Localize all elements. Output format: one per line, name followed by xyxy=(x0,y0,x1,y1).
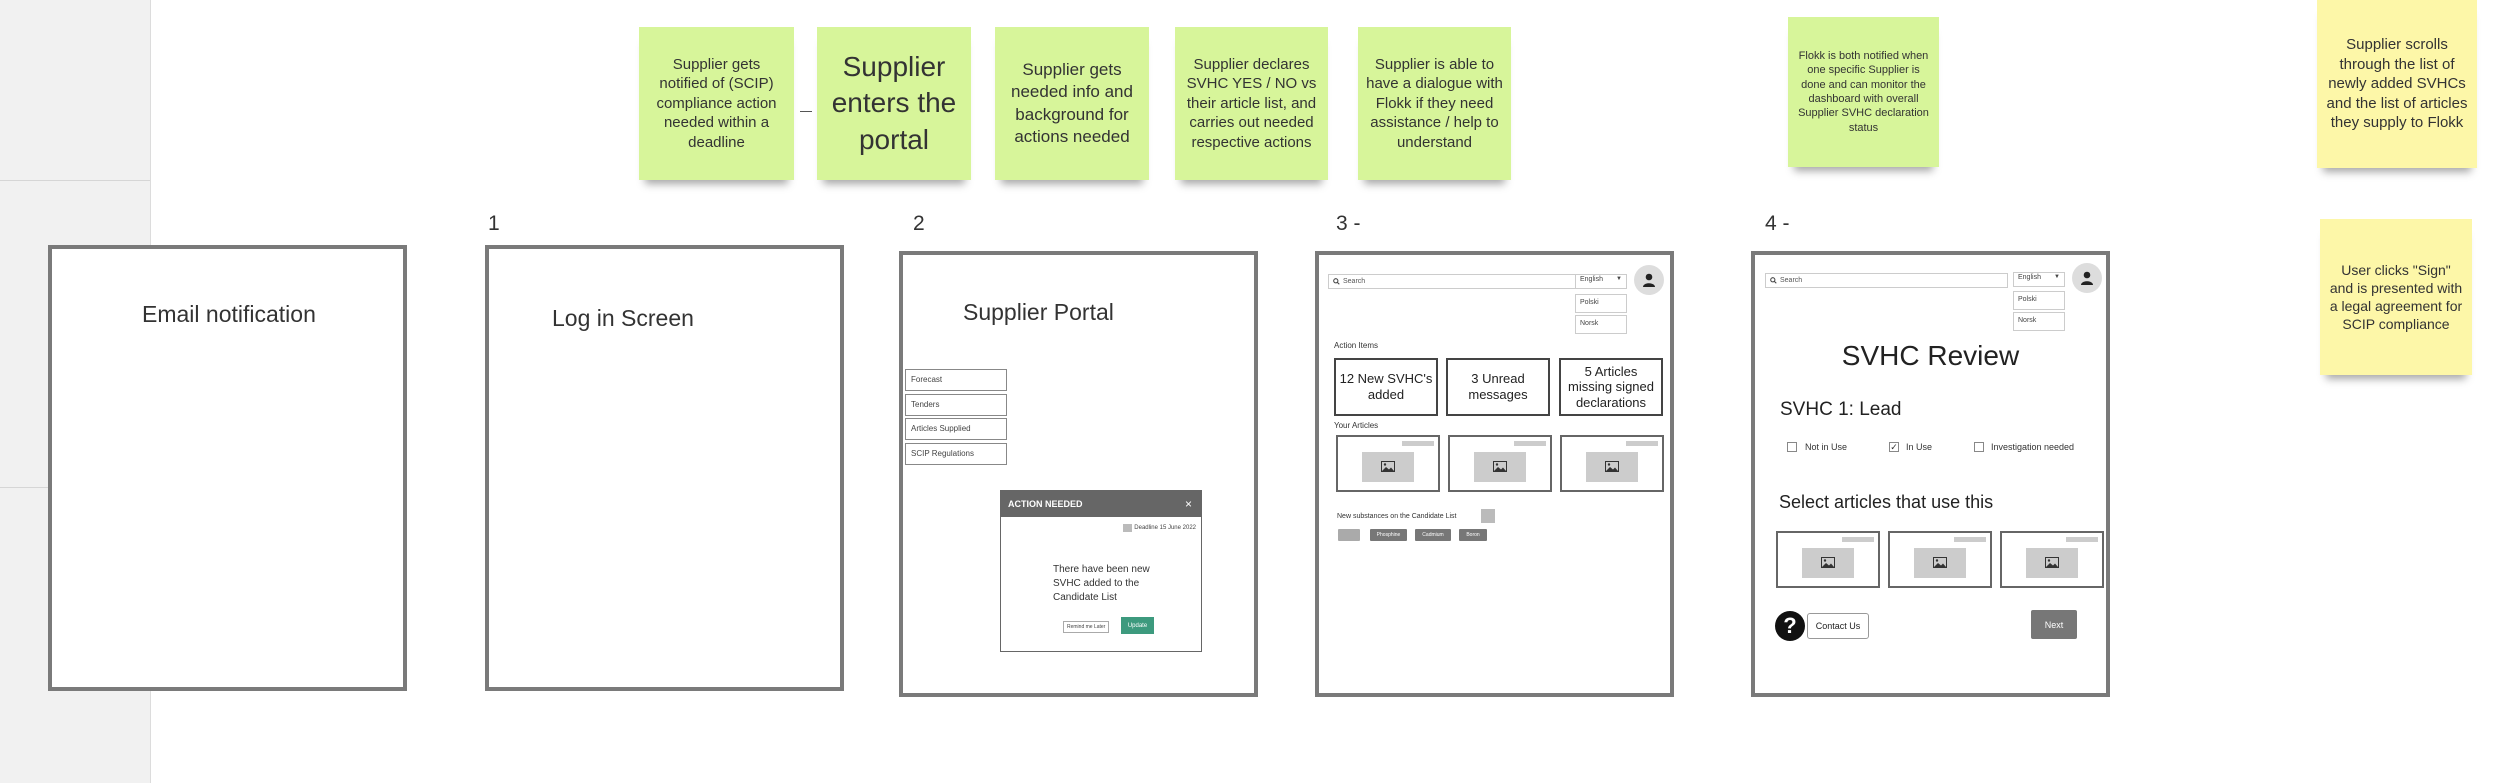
step-number: 3 - xyxy=(1336,212,1361,235)
page-title: SVHC Review xyxy=(1841,340,2020,371)
article-card[interactable] xyxy=(1560,435,1664,492)
substance-pill[interactable] xyxy=(1338,529,1360,541)
menu-item-scip-regulations[interactable]: SCIP Regulations xyxy=(905,443,1007,465)
image-icon xyxy=(1914,547,1966,578)
search-input[interactable]: Search xyxy=(1765,273,2008,288)
investigation-needed-checkbox[interactable] xyxy=(1974,442,1984,452)
search-input[interactable]: Search xyxy=(1328,274,1577,289)
update-button[interactable]: Update xyxy=(1121,617,1154,634)
user-icon xyxy=(2081,271,2093,285)
image-icon xyxy=(1586,451,1638,482)
action-item-missing-declarations[interactable]: 5 Articles missing signed declarations xyxy=(1559,358,1663,416)
divider xyxy=(0,180,150,181)
article-card[interactable] xyxy=(1336,435,1440,492)
substance-pill[interactable]: Boron xyxy=(1459,529,1487,541)
substance-marker xyxy=(1481,509,1495,523)
modal-header: ACTION NEEDED × xyxy=(1001,491,1201,517)
frame-supplier-portal[interactable]: Supplier Portal Forecast Tenders Article… xyxy=(899,251,1258,697)
substance-pill[interactable]: Phosphine xyxy=(1370,529,1407,541)
image-icon xyxy=(2026,547,2078,578)
frame-login-screen[interactable]: Log in Screen xyxy=(485,245,844,691)
image-icon xyxy=(1474,451,1526,482)
sticky-note-flokk-notified[interactable]: Flokk is both notified when one specific… xyxy=(1788,17,1939,167)
sticky-note-notified[interactable]: Supplier gets notified of (SCIP) complia… xyxy=(639,27,794,180)
sticky-note-dialogue[interactable]: Supplier is able to have a dialogue with… xyxy=(1358,27,1511,180)
modal-deadline: Deadline 15 June 2022 xyxy=(1123,524,1196,532)
image-icon xyxy=(1802,547,1854,578)
modal-body-text: There have been new SVHC added to the Ca… xyxy=(1053,564,1150,603)
step-number: 4 - xyxy=(1765,212,1790,235)
chevron-down-icon: ▼ xyxy=(2054,274,2060,280)
frame-dashboard[interactable]: Search English ▼ Polski Norsk Action Ite… xyxy=(1315,251,1674,697)
article-card[interactable] xyxy=(1888,531,1992,588)
in-use-checkbox[interactable]: ✓ xyxy=(1889,442,1899,452)
language-option[interactable]: Polski xyxy=(2013,291,2065,310)
user-icon xyxy=(1643,273,1655,287)
article-card[interactable] xyxy=(2000,531,2104,588)
action-item-new-svhc[interactable]: 12 New SVHC's added xyxy=(1334,358,1438,416)
language-option[interactable]: Norsk xyxy=(2013,312,2065,331)
menu-item-tenders[interactable]: Tenders xyxy=(905,394,1007,416)
checkbox-label: In Use xyxy=(1906,442,1933,452)
sticky-note-declares[interactable]: Supplier declares SVHC YES / NO vs their… xyxy=(1175,27,1328,180)
step-number: 2 xyxy=(913,212,925,235)
language-select[interactable]: English ▼ xyxy=(1575,274,1627,289)
remind-later-button[interactable]: Remind me Later xyxy=(1063,621,1110,633)
language-option[interactable]: Norsk xyxy=(1575,315,1627,334)
select-articles-label: Select articles that use this xyxy=(1779,492,1994,512)
action-items-label: Action Items xyxy=(1334,341,1379,350)
frame-email-notification[interactable]: Email notification xyxy=(48,245,407,691)
avatar[interactable] xyxy=(1634,265,1664,295)
action-needed-modal: ACTION NEEDED × Deadline 15 June 2022 Th… xyxy=(1000,490,1202,652)
avatar[interactable] xyxy=(2072,263,2102,293)
calendar-icon xyxy=(1123,524,1133,532)
step-number: 1 xyxy=(488,212,500,235)
menu-item-forecast[interactable]: Forecast xyxy=(905,369,1007,391)
menu-item-articles-supplied[interactable]: Articles Supplied xyxy=(905,418,1007,440)
checkbox-label: Not in Use xyxy=(1805,442,1848,452)
action-item-unread-messages[interactable]: 3 Unread messages xyxy=(1446,358,1550,416)
not-in-use-checkbox[interactable] xyxy=(1787,442,1797,452)
frame-svhc-review[interactable]: Search English ▼ Polski Norsk SVHC Revie… xyxy=(1751,251,2110,697)
image-icon xyxy=(1362,451,1414,482)
connector-arrow xyxy=(800,111,812,112)
article-card[interactable] xyxy=(1776,531,1880,588)
sticky-note-info[interactable]: Supplier gets needed info and background… xyxy=(995,27,1149,180)
sticky-note-scrolls[interactable]: Supplier scrolls through the list of new… xyxy=(2317,0,2477,168)
your-articles-label: Your Articles xyxy=(1334,421,1379,430)
help-icon[interactable]: ? xyxy=(1775,611,1805,641)
chevron-down-icon: ▼ xyxy=(1616,276,1622,282)
contact-us-button[interactable]: Contact Us xyxy=(1807,613,1869,639)
next-button[interactable]: Next xyxy=(2031,610,2077,639)
substance-pill[interactable]: Cadmium xyxy=(1415,529,1451,541)
search-icon xyxy=(1770,277,1777,284)
sticky-note-enters-portal[interactable]: Supplier enters the portal xyxy=(817,27,971,180)
language-option[interactable]: Polski xyxy=(1575,294,1627,313)
portal-title: Supplier Portal xyxy=(963,299,1114,325)
svhc-name: SVHC 1: Lead xyxy=(1780,399,1902,420)
article-card[interactable] xyxy=(1448,435,1552,492)
language-select[interactable]: English ▼ xyxy=(2013,272,2065,287)
search-icon xyxy=(1333,278,1340,285)
checkbox-label: Investigation needed xyxy=(1991,442,2075,452)
frame-title: Log in Screen xyxy=(552,305,694,331)
sticky-note-sign[interactable]: User clicks "Sign" and is presented with… xyxy=(2320,219,2472,375)
close-icon[interactable]: × xyxy=(1184,497,1192,511)
frame-title: Email notification xyxy=(142,301,316,327)
new-substances-label: New substances on the Candidate List xyxy=(1337,513,1457,520)
